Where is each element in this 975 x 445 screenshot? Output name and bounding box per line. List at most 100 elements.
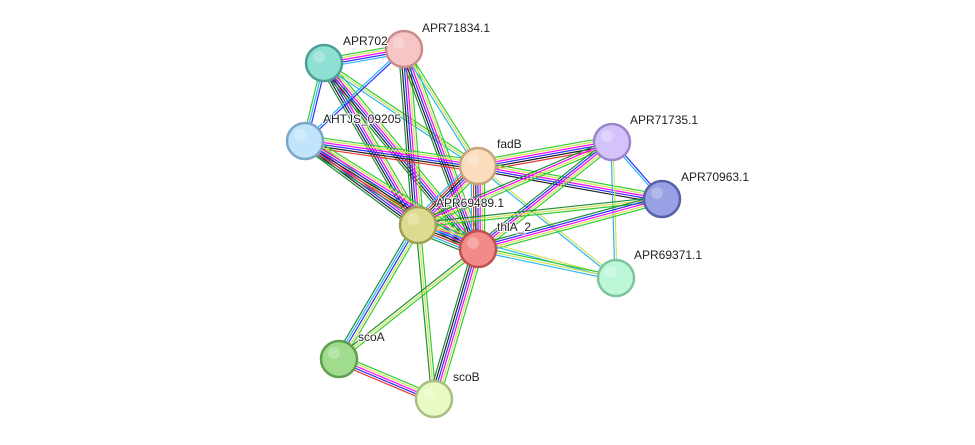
edge-thlA_2-scoB[interactable]: [428, 247, 484, 401]
edge-evidence-line: [400, 49, 416, 226]
edge-evidence-line: [322, 64, 478, 169]
edge-evidence-line: [397, 49, 414, 226]
edge-evidence-line: [334, 222, 415, 358]
node-label-scoA: scoA: [358, 330, 385, 344]
edge-APR71834.1-AHTJS_09205[interactable]: [303, 47, 406, 143]
edge-evidence-line: [476, 135, 612, 162]
edge-evidence-line: [408, 48, 425, 225]
node-APR702[interactable]: [304, 43, 344, 83]
node-label-scoB: scoB: [453, 370, 480, 384]
edge-evidence-line: [308, 134, 482, 244]
node-highlight: [294, 129, 306, 141]
edge-evidence-line: [398, 50, 474, 252]
node-highlight: [651, 187, 663, 199]
edge-evidence-line: [305, 49, 406, 143]
edge-evidence-line: [476, 194, 662, 246]
node-AHTJS_09205[interactable]: [285, 121, 325, 161]
node-highlight: [328, 347, 340, 359]
node-APR69371.1[interactable]: [596, 258, 636, 298]
edge-APR71735.1-thlA_2[interactable]: [474, 138, 616, 253]
edge-thlA_2-APR69371.1[interactable]: [477, 246, 617, 281]
edge-evidence-line: [336, 223, 417, 359]
edge-evidence-line: [477, 138, 612, 164]
node-scoB[interactable]: [414, 379, 454, 419]
edge-evidence-line: [320, 64, 416, 227]
edge-APR69489.1-APR69371.1[interactable]: [417, 223, 617, 280]
edge-evidence-line: [436, 249, 482, 401]
node-APR69489.1[interactable]: [398, 205, 438, 245]
node-APR71834.1[interactable]: [384, 29, 424, 69]
edge-APR69489.1-scoB[interactable]: [415, 224, 437, 400]
edge-evidence-line: [303, 47, 404, 141]
edge-evidence-line: [428, 247, 474, 398]
edge-evidence-line: [477, 167, 662, 202]
edge-evidence-line: [404, 48, 480, 249]
labels-layer: APR71834.1APR702AHTJS_09205fadBAPR71735.…: [322, 20, 750, 385]
edge-evidence-line: [339, 250, 480, 362]
edge-evidence-line: [478, 246, 617, 277]
edge-evidence-line: [438, 250, 484, 401]
edge-evidence-line: [304, 141, 478, 168]
node-thlA_2[interactable]: [458, 229, 498, 269]
edge-evidence-line: [478, 143, 614, 252]
edge-evidence-line: [338, 248, 479, 360]
edge-evidence-line: [307, 136, 481, 246]
node-highlight: [313, 51, 325, 63]
edge-evidence-line: [434, 249, 480, 400]
edge-evidence-line: [477, 141, 613, 250]
edge-APR71735.1-APR69489.1[interactable]: [416, 138, 614, 229]
node-fadB[interactable]: [458, 146, 498, 186]
edges-layer: [301, 44, 664, 404]
edge-evidence-line: [337, 246, 478, 358]
edge-evidence-line: [405, 47, 481, 166]
edge-evidence-line: [417, 225, 616, 280]
edge-evidence-line: [301, 146, 475, 256]
node-APR70963.1[interactable]: [642, 179, 682, 219]
edge-evidence-line: [476, 139, 612, 248]
edge-fadB-APR69371.1[interactable]: [476, 164, 618, 280]
edge-evidence-line: [478, 142, 613, 168]
edge-evidence-line: [477, 196, 662, 248]
node-highlight: [467, 154, 479, 166]
edge-APR71834.1-APR69489.1[interactable]: [397, 48, 425, 226]
edge-evidence-line: [342, 226, 423, 362]
edge-evidence-line: [417, 196, 662, 224]
edge-thlA_2-scoA[interactable]: [337, 246, 480, 362]
edge-evidence-line: [323, 62, 479, 167]
edge-evidence-line: [402, 49, 478, 250]
edge-evidence-line: [419, 144, 614, 229]
node-highlight: [407, 213, 419, 225]
edge-APR69489.1-scoA[interactable]: [334, 222, 423, 362]
edge-APR70963.1-thlA_2[interactable]: [476, 194, 664, 254]
edge-evidence-line: [404, 48, 420, 225]
edge-evidence-line: [476, 166, 616, 280]
edge-evidence-line: [400, 49, 476, 251]
node-label-thlA_2: thlA_2: [497, 220, 531, 234]
nodes-layer: [285, 29, 682, 419]
node-label-APR71735.1: APR71735.1: [630, 113, 698, 127]
edge-fadB-APR70963.1[interactable]: [477, 161, 663, 204]
edge-evidence-line: [406, 48, 422, 225]
edge-evidence-line: [474, 138, 610, 247]
edge-evidence-line: [478, 202, 664, 254]
node-highlight: [467, 237, 479, 249]
edge-evidence-line: [478, 164, 618, 278]
edge-evidence-line: [417, 140, 612, 225]
edge-evidence-line: [324, 60, 480, 165]
edge-evidence-line: [417, 224, 435, 400]
edge-evidence-line: [477, 248, 617, 279]
node-scoA[interactable]: [319, 339, 359, 379]
edge-APR71834.1-fadB[interactable]: [401, 47, 481, 168]
edge-evidence-line: [480, 144, 616, 253]
edge-APR702-fadB[interactable]: [322, 60, 480, 169]
edge-evidence-line: [305, 134, 479, 162]
node-APR71735.1[interactable]: [592, 122, 632, 162]
node-label-fadB: fadB: [497, 137, 522, 151]
node-highlight: [601, 130, 613, 142]
edge-evidence-line: [477, 140, 612, 166]
edge-evidence-line: [324, 61, 480, 249]
node-label-APR69489.1: APR69489.1: [436, 196, 504, 210]
edge-evidence-line: [477, 198, 663, 250]
edge-evidence-line: [301, 144, 416, 230]
edge-evidence-line: [402, 49, 418, 226]
